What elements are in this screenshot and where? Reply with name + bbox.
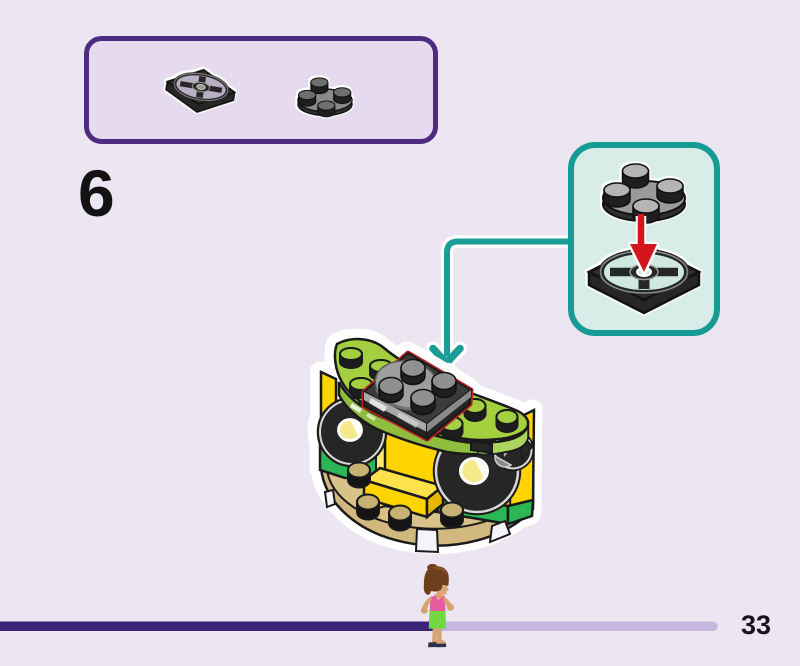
svg-text:6: 6 [78, 156, 115, 230]
svg-text:33: 33 [741, 610, 771, 640]
